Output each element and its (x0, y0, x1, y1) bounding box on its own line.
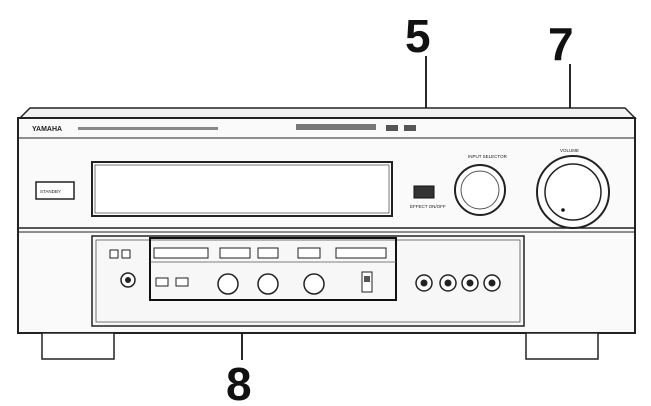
left-foot (41, 332, 115, 360)
effect-button-label: EFFECT ON/OFF (410, 204, 446, 209)
display-inner (94, 164, 390, 214)
callout-7: 7 (548, 18, 574, 70)
callout-5: 5 (405, 10, 431, 62)
phones-jack-hole (125, 277, 131, 283)
speaker-a-button[interactable] (109, 249, 119, 259)
power-label: STANDBY (40, 189, 61, 194)
video-jack-hole (444, 279, 452, 287)
chassis-top (18, 107, 637, 119)
balance-knob[interactable] (303, 273, 325, 295)
volume-knob-inner (544, 163, 602, 221)
input-knob-label: INPUT SELECTOR (468, 154, 508, 159)
extended-surround-button-1[interactable] (155, 277, 169, 287)
input-knob-ring (460, 170, 500, 210)
logo-strip (296, 124, 376, 130)
callout-8: 8 (226, 358, 252, 406)
effect-button[interactable] (413, 185, 435, 199)
control-group-highlight (149, 237, 397, 301)
display-window (91, 161, 393, 217)
s-video-jack-hole (420, 279, 428, 287)
logo-badge-2 (404, 125, 416, 131)
program-down-button[interactable] (297, 247, 321, 259)
memory-button[interactable] (257, 247, 279, 259)
treble-knob[interactable] (257, 273, 279, 295)
bass-knob[interactable] (217, 273, 239, 295)
model-text-strip (78, 127, 218, 130)
right-foot (525, 332, 599, 360)
audio-right-jack-hole (488, 279, 496, 287)
power-button[interactable] (35, 181, 75, 200)
audio-left-jack-hole (466, 279, 474, 287)
speaker-b-button[interactable] (121, 249, 131, 259)
volume-knob-label: VOLUME (560, 148, 579, 153)
brand-logo: YAMAHA (32, 126, 62, 133)
adjust-button[interactable] (219, 247, 251, 259)
input-selector-knob[interactable] (454, 164, 506, 216)
slide-switch-thumb (364, 276, 370, 282)
extended-surround-button-2[interactable] (175, 277, 189, 287)
volume-indicator (561, 208, 565, 212)
volume-knob[interactable] (536, 155, 610, 229)
logo-badge-1 (386, 125, 398, 131)
program-up-button[interactable] (335, 247, 387, 259)
lower-panel-inner (95, 239, 521, 323)
set-menu-button[interactable] (153, 247, 209, 259)
